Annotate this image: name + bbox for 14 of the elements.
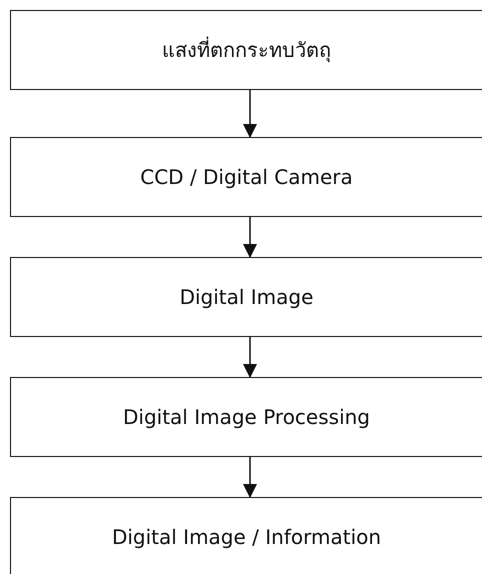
- process-box: [10, 137, 482, 217]
- arrow: [243, 337, 257, 378]
- box-label: Digital Image Processing: [122, 405, 370, 429]
- box-label: Digital Image: [180, 285, 314, 309]
- arrow: [243, 217, 257, 258]
- process-box: [10, 257, 482, 337]
- box-label: Digital Image / Information: [112, 524, 382, 548]
- arrow: [243, 90, 257, 138]
- arrow: [243, 457, 257, 498]
- box-label: แสงที่ตกกระทบวัตถุ: [162, 36, 331, 64]
- box-label: CCD / Digital Camera: [140, 165, 353, 189]
- process-box: [10, 377, 482, 457]
- process-box: [10, 10, 482, 90]
- process-box: [10, 497, 482, 574]
